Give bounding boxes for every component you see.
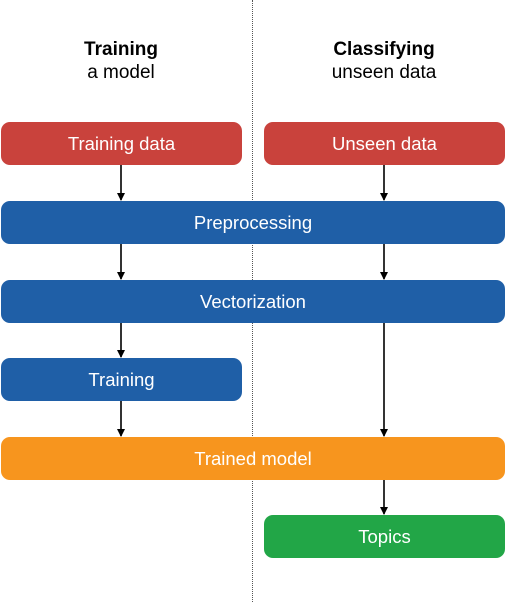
training-column-title: Training xyxy=(84,39,158,60)
unseen-data-box: Unseen data xyxy=(264,122,505,165)
trained-model-box: Trained model xyxy=(1,437,505,480)
preprocessing-label: Preprocessing xyxy=(193,211,313,233)
training-data-box: Training data xyxy=(1,122,242,165)
vectorization-label: Vectorization xyxy=(200,290,306,312)
training-label: Training xyxy=(88,368,155,390)
topics-label: Topics xyxy=(358,525,411,547)
training-data-label: Training data xyxy=(67,132,176,154)
unseen-data-label: Unseen data xyxy=(332,132,437,154)
training-box: Training xyxy=(1,358,242,401)
classifying-column-subtitle: unseen data xyxy=(331,62,437,83)
preprocessing-box: Preprocessing xyxy=(1,201,505,244)
training-column-subtitle: a model xyxy=(87,62,155,83)
classifying-column-header: Classifying unseen data xyxy=(263,38,505,84)
topics-box: Topics xyxy=(264,515,505,558)
trained-model-label: Trained model xyxy=(194,447,312,469)
classifying-column-title: Classifying xyxy=(333,39,435,60)
vectorization-box: Vectorization xyxy=(1,280,505,323)
training-column-header: Training a model xyxy=(0,38,242,84)
